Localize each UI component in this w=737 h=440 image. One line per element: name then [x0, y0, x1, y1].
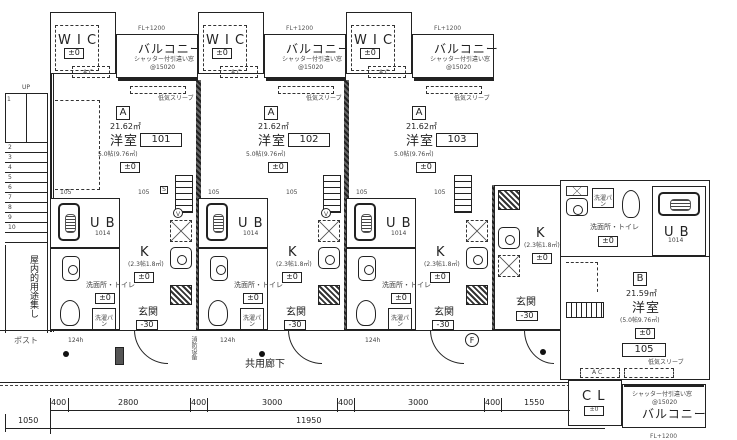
unit-number: 105: [622, 343, 666, 357]
ub-label: U B: [90, 216, 116, 231]
corridor-label: 共用廊下: [245, 359, 285, 370]
balcony-label: バルコニー: [138, 42, 203, 56]
unit-102: W I C ±0 A C FL+1200 バルコニー シャッター付引違い窓 @1…: [198, 10, 350, 330]
unit-105: 洗濯パン 洗面所・トイレ ±0 U B 1014 B 21.59㎡ 洋室 (5.…: [560, 180, 710, 440]
room-label: 洋室: [110, 134, 139, 149]
post-label: ポスト: [14, 336, 38, 345]
stair-up-label: UP: [22, 84, 31, 91]
unit-number: 103: [436, 133, 478, 147]
wic-level: ±0: [64, 48, 84, 59]
fire-extinguisher-icon: [115, 347, 124, 365]
entry-label: 玄関: [138, 307, 158, 318]
stair-steps: [5, 142, 47, 245]
dimension-lines: 400 2800 400 3000 400 3000 400 1550 1050…: [0, 392, 605, 440]
unit-number: 101: [140, 133, 182, 147]
fl-label: FL+1200: [138, 25, 166, 32]
staircase: UP 1 2 3 4 5 6 7 8 9 10 屋内的用途集し: [0, 84, 48, 333]
fire-symbol: F: [465, 333, 479, 347]
stair-label: 屋内的用途集し: [28, 255, 38, 318]
unit-103: W I C ±0 A C FL+1200 バルコニー シャッター付引違い窓 @1…: [346, 10, 498, 330]
unit-area: 21.62㎡: [110, 122, 141, 131]
wic-label: W I C: [58, 33, 98, 48]
unit-type-badge: A: [116, 106, 130, 120]
kitchen-label: K: [140, 245, 150, 260]
unit-104-kitchen: K (2.3帖1.8㎡) ±0 玄関 -30: [494, 185, 564, 330]
common-corridor: ポスト 124h 124h 消防设备 共用廊下 124h F: [0, 330, 575, 382]
unit-101: W I C ±0 A C FL+1200 バルコニー シャッター付引違い窓 @1…: [50, 10, 202, 330]
unit-number: 102: [288, 133, 330, 147]
